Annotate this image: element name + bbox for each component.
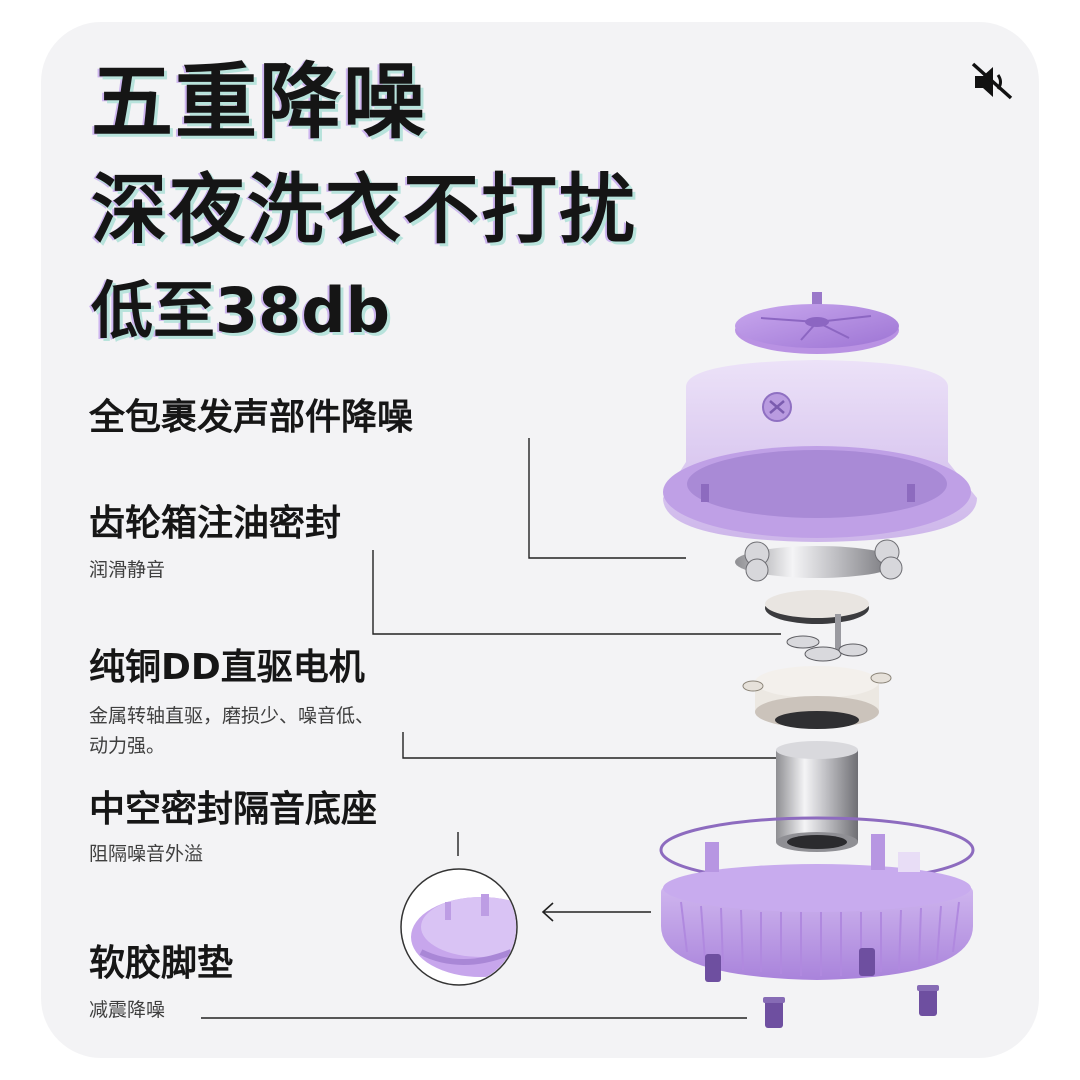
headline-line3: 低至38db	[91, 274, 391, 347]
leader-line-3	[402, 732, 799, 759]
leader-line-1	[528, 438, 686, 559]
small-gears	[786, 635, 868, 662]
feature-3-title: 纯铜DD直驱电机	[89, 647, 365, 688]
top-cover-disk	[735, 292, 899, 354]
headline-line2: 深夜洗衣不打扰	[91, 165, 637, 254]
feature-4-title: 中空密封隔音底座	[89, 789, 378, 830]
feature-5-title: 软胶脚垫	[89, 943, 234, 984]
arrow-left-icon	[541, 902, 651, 922]
hollow-cylinder	[776, 741, 858, 852]
upper-housing	[663, 360, 977, 542]
feature-2-desc: 润滑静音	[89, 559, 166, 581]
gearbox-upper	[735, 539, 903, 582]
rubber-feet	[705, 948, 939, 1028]
feature-4-desc: 阻隔噪音外溢	[89, 843, 204, 865]
feature-3-desc: 金属转轴直驱，磨损少、噪音低、	[89, 705, 375, 727]
feature-1-title: 全包裹发声部件降噪	[89, 397, 414, 438]
dd-motor	[742, 666, 892, 729]
feature-3-desc-2: 动力强。	[89, 735, 166, 757]
leader-lines	[201, 438, 799, 1019]
leader-line-2	[372, 550, 781, 635]
product-exploded-illustration	[201, 292, 977, 1028]
product-card: 五重降噪 深夜洗衣不打扰 低至38db 全包裹发声部件降噪 齿轮箱注油密封 润滑…	[41, 22, 1039, 1058]
gear-plate	[765, 590, 869, 650]
foot-detail-inset	[400, 868, 518, 986]
feature-5-desc: 减震降噪	[89, 999, 166, 1021]
feature-2-title: 齿轮箱注油密封	[89, 503, 342, 544]
base-housing	[661, 834, 973, 980]
headline-line1: 五重降噪	[91, 55, 428, 150]
speaker-muted-icon[interactable]	[967, 58, 1015, 106]
